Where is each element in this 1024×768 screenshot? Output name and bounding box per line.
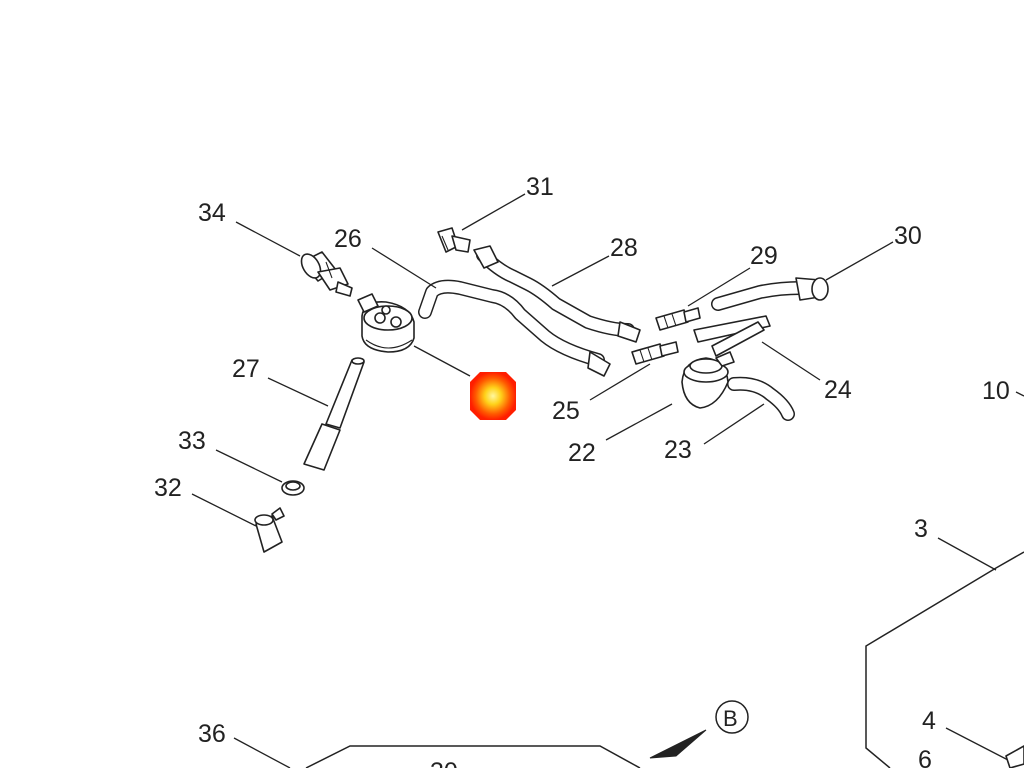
label-31: 31 (526, 173, 554, 201)
leader-23 (703, 403, 765, 445)
label-29: 29 (750, 242, 778, 270)
label-b: B (723, 706, 738, 731)
leader-30 (825, 241, 894, 281)
part-23-hose (727, 376, 795, 421)
part-25-connector (631, 341, 679, 365)
leader-34 (235, 221, 301, 257)
part-34-fitting (300, 251, 353, 297)
leader-10 (1015, 391, 1024, 397)
label-24: 24 (824, 376, 852, 404)
callout-b-circle (715, 700, 749, 734)
part-27-tube (303, 357, 365, 471)
leader-28 (551, 255, 610, 287)
label-4: 4 (922, 707, 936, 735)
leader-4 (945, 727, 1009, 761)
label-23: 23 (664, 436, 692, 464)
label-3: 3 (914, 515, 928, 543)
label-33: 33 (178, 427, 206, 455)
label-28: 28 (610, 234, 638, 262)
label-22: 22 (568, 439, 596, 467)
leader-26 (371, 247, 437, 289)
leader-27 (267, 377, 329, 407)
part-30-hose (711, 277, 829, 311)
label-36: 36 (198, 720, 226, 748)
label-10: 10 (982, 377, 1010, 405)
leader-36 (233, 737, 291, 768)
leader-33 (215, 449, 283, 483)
leader-24 (761, 341, 821, 381)
label-34: 34 (198, 199, 226, 227)
leader-22 (605, 403, 673, 441)
leader-3 (937, 537, 997, 571)
part-3-assembly-outline (865, 551, 1024, 768)
label-partial-30: 30 (430, 758, 458, 768)
part-filter-head (357, 293, 415, 353)
label-25: 25 (552, 397, 580, 425)
part-31-elbow (437, 227, 471, 253)
label-27: 27 (232, 355, 260, 383)
part-4-screw (1005, 745, 1024, 768)
label-6: 6 (918, 746, 932, 768)
leader-31 (461, 193, 526, 231)
part-29-connector (655, 307, 701, 331)
label-32: 32 (154, 474, 182, 502)
part-22-bulb (681, 351, 735, 409)
part-26-hose (418, 279, 611, 377)
leader-29 (687, 267, 751, 307)
part-24-tube (693, 315, 771, 357)
label-26: 26 (334, 225, 362, 253)
hotspot-marker[interactable] (470, 372, 516, 420)
leader-hotspot (413, 345, 471, 377)
part-33-ring (281, 480, 305, 496)
part-32-weight (254, 507, 285, 553)
arrow-b (649, 729, 707, 759)
leader-32 (191, 493, 257, 527)
leader-25 (589, 363, 651, 401)
label-30: 30 (894, 222, 922, 250)
part-28-hose (473, 245, 641, 343)
part-36-outline (305, 745, 641, 768)
